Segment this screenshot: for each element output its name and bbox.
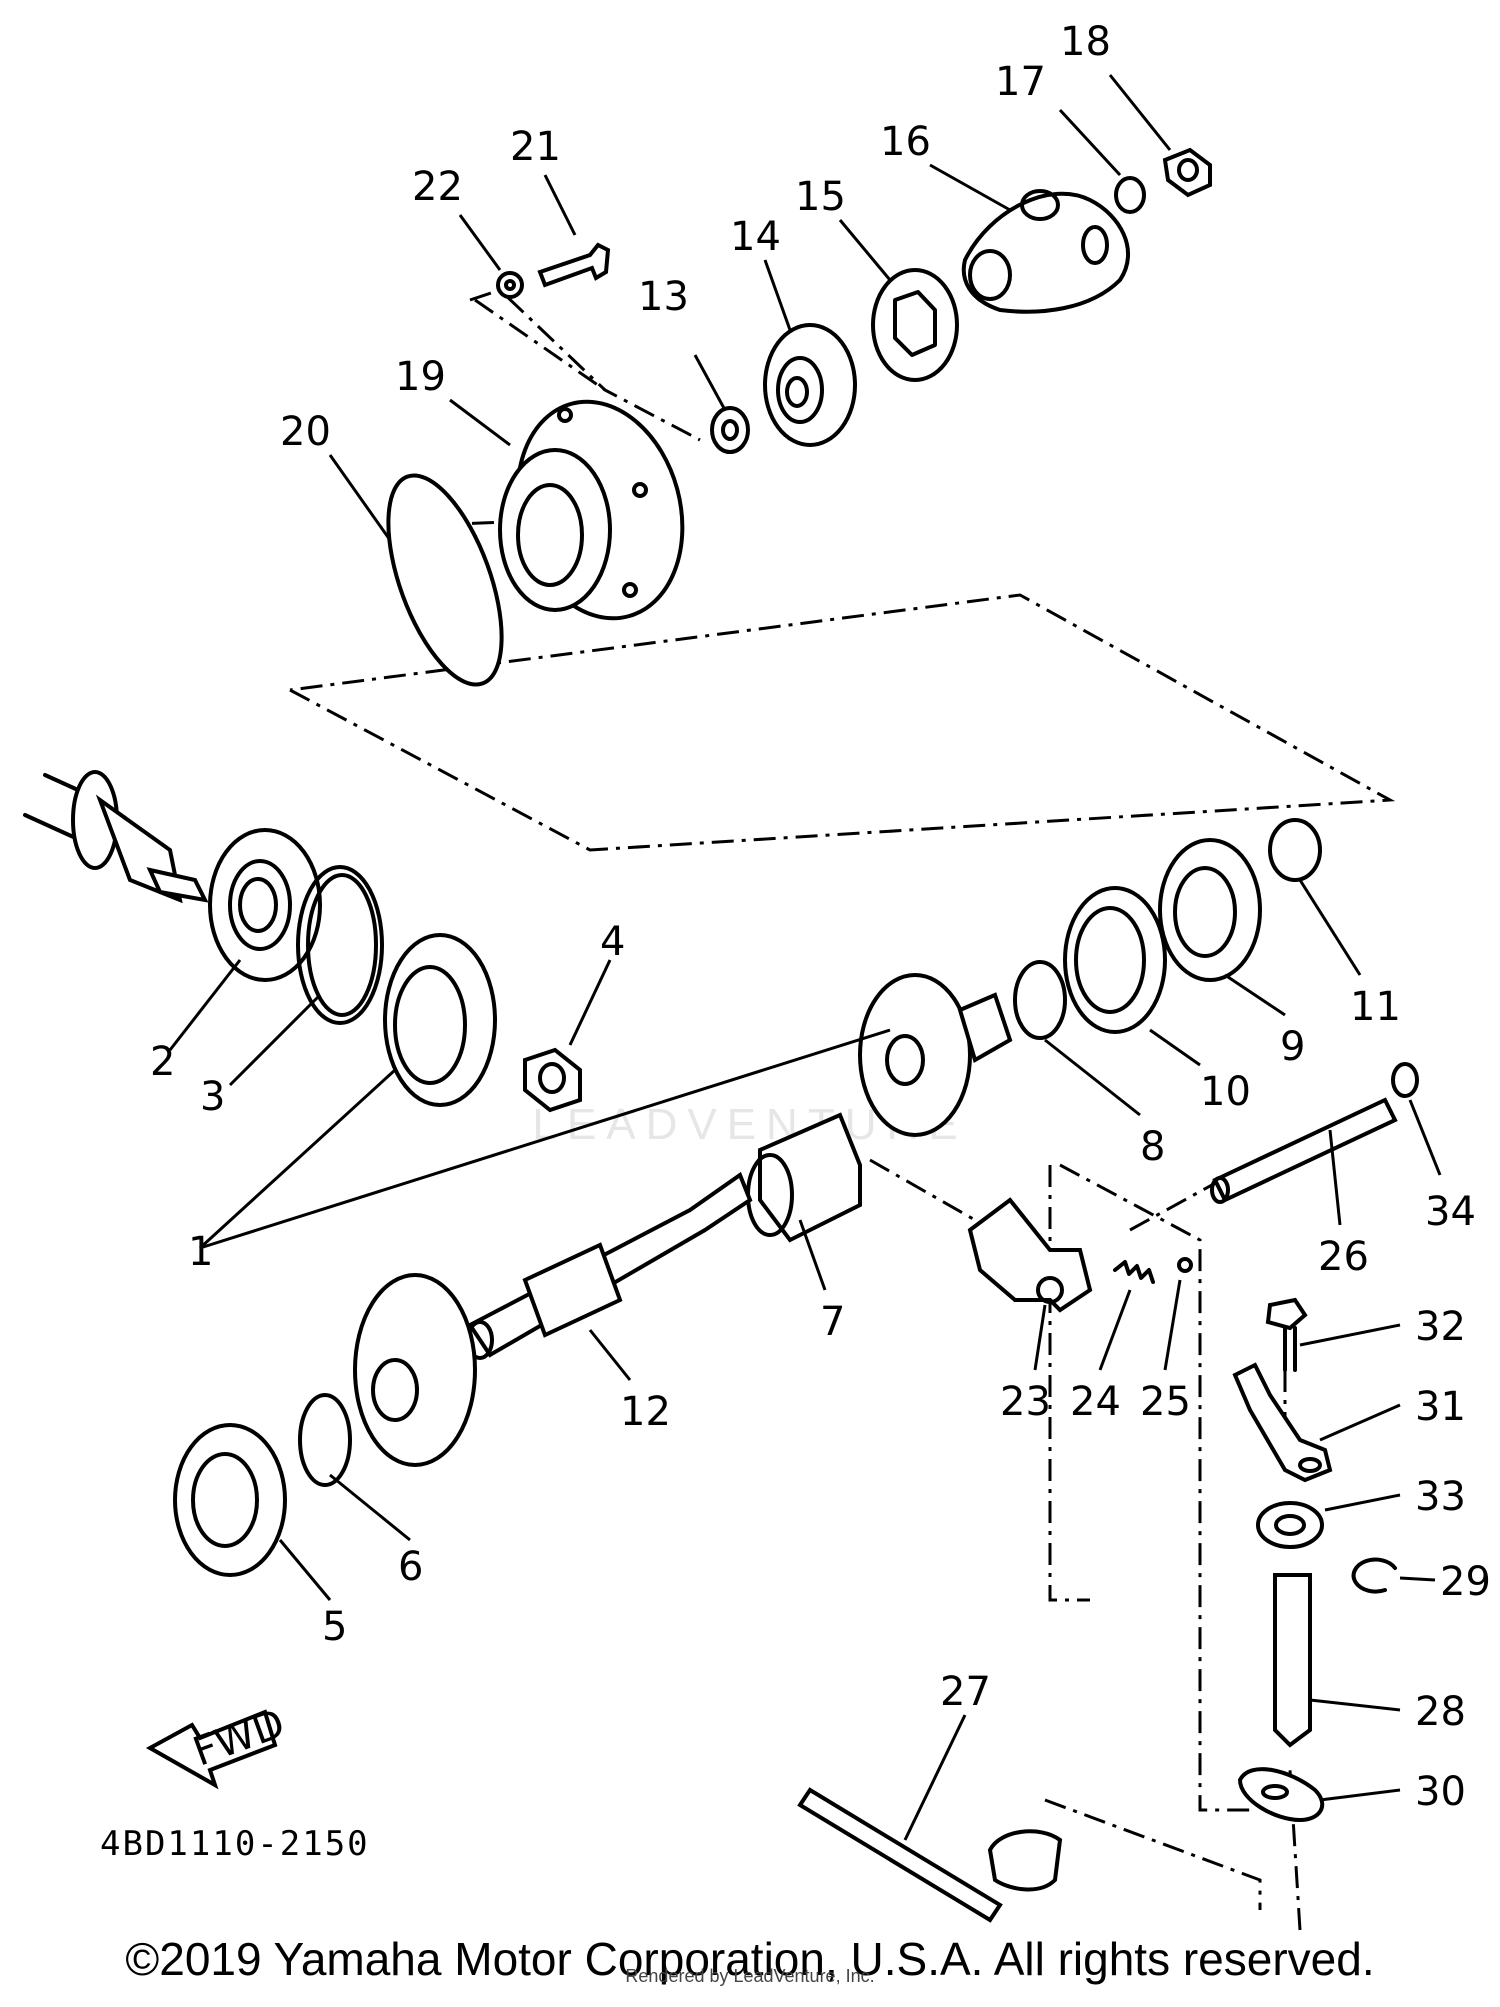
- label-34: 34: [1425, 1189, 1476, 1235]
- part-26-shaft: [1210, 1097, 1398, 1204]
- part-11-circlip: [1268, 818, 1322, 882]
- part-28-shaft: [1273, 1573, 1312, 1748]
- label-28: 28: [1415, 1689, 1466, 1735]
- label-15: 15: [795, 174, 846, 220]
- part-18-nut: [1162, 147, 1212, 198]
- label-21: 21: [510, 124, 561, 170]
- label-9: 9: [1280, 1024, 1305, 1070]
- part-29-circlip: [1351, 1557, 1397, 1594]
- label-17: 17: [995, 59, 1046, 105]
- label-7: 7: [820, 1299, 845, 1345]
- part-6-shim: [298, 1393, 352, 1487]
- part-33-bearing: [1256, 1501, 1324, 1549]
- label-29: 29: [1440, 1559, 1491, 1605]
- leader-lines: [168, 74, 1442, 1841]
- label-24: 24: [1070, 1379, 1121, 1425]
- label-3: 3: [200, 1074, 225, 1120]
- part-23-shift-fork: [967, 1197, 1093, 1313]
- part-31-arm: [1232, 1362, 1333, 1483]
- label-11: 11: [1350, 984, 1401, 1030]
- part-1-gear: [858, 973, 1013, 1137]
- part-15-nut: [871, 268, 959, 382]
- label-20: 20: [280, 409, 331, 455]
- label-22: 22: [412, 164, 463, 210]
- part-17-washer: [1114, 176, 1146, 214]
- label-12: 12: [620, 1389, 671, 1435]
- part-gear-ring: [383, 933, 497, 1107]
- label-31: 31: [1415, 1384, 1466, 1430]
- label-2: 2: [150, 1039, 175, 1085]
- label-23: 23: [1000, 1379, 1051, 1425]
- label-4: 4: [600, 919, 625, 965]
- label-6: 6: [398, 1544, 423, 1590]
- label-19: 19: [395, 354, 446, 400]
- label-25: 25: [1140, 1379, 1191, 1425]
- fwd-arrow: [145, 1709, 278, 1790]
- part-25-ball: [1177, 1257, 1193, 1273]
- label-32: 32: [1415, 1304, 1466, 1350]
- part-14-bearing: [763, 323, 857, 447]
- label-33: 33: [1415, 1474, 1466, 1520]
- label-5: 5: [322, 1604, 347, 1650]
- label-1: 1: [188, 1229, 213, 1275]
- part-20-gasket: [386, 473, 504, 687]
- label-16: 16: [880, 119, 931, 165]
- part-22-washer: [496, 271, 524, 299]
- part-21-bolt: [537, 242, 611, 288]
- label-8: 8: [1140, 1124, 1165, 1170]
- part-32-bolt: [1265, 1297, 1308, 1372]
- part-9-seal: [1158, 838, 1262, 982]
- part-24-spring: [1113, 1260, 1155, 1284]
- part-13-washer: [710, 406, 750, 454]
- label-30: 30: [1415, 1769, 1466, 1815]
- part-3-shim: [296, 865, 384, 1025]
- part-34-o-ring: [1391, 1062, 1419, 1098]
- part-5-bearing: [173, 1423, 287, 1577]
- part-12-shaft: [466, 1171, 753, 1360]
- part-8-shim: [1013, 960, 1067, 1040]
- shaft-left: [23, 770, 209, 904]
- part-27-shift-shaft: [797, 1787, 1063, 1923]
- label-10: 10: [1200, 1069, 1251, 1115]
- label-26: 26: [1318, 1234, 1369, 1280]
- part-19-housing: [498, 399, 685, 621]
- copyright-notice: ©2019 Yamaha Motor Corporation, U.S.A. A…: [125, 1933, 1375, 1985]
- part-4-nut: [523, 1047, 582, 1113]
- part-10-retainer: [1063, 886, 1167, 1034]
- part-2-bearing: [208, 828, 322, 982]
- part-30-arm: [1237, 1767, 1325, 1823]
- label-14: 14: [730, 214, 781, 260]
- label-27: 27: [940, 1669, 991, 1715]
- fwd-label: FWD: [187, 1700, 290, 1775]
- label-13: 13: [638, 274, 689, 320]
- part-16-yoke: [961, 189, 1131, 314]
- part-7-clutch-dog: [746, 1112, 862, 1243]
- part-pinion-gear: [353, 1273, 477, 1467]
- label-18: 18: [1060, 19, 1111, 65]
- rendered-by-note: Rendered by LeadVenture, Inc.: [625, 1966, 875, 1986]
- diagram-code: 4BD1110-2150: [100, 1824, 370, 1864]
